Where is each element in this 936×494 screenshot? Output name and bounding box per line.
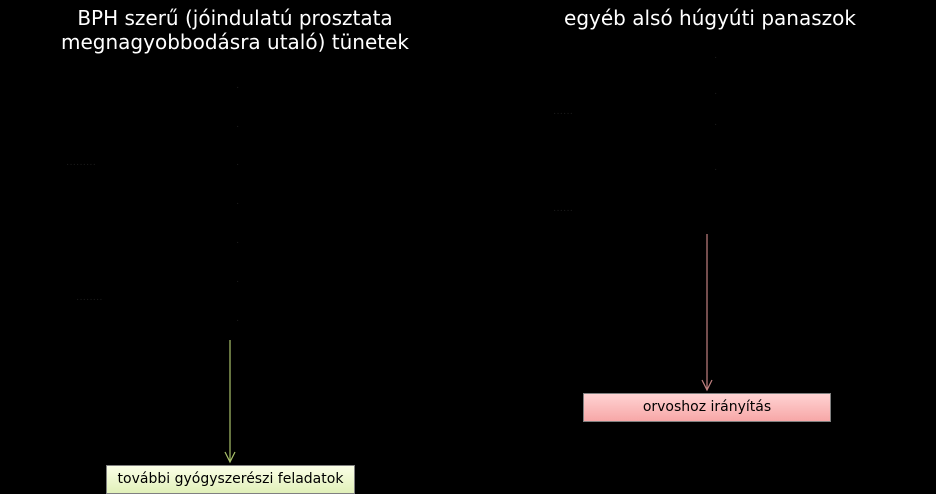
- faint-bullet: ·: [714, 164, 718, 175]
- faint-bullet: ·: [236, 315, 240, 326]
- faint-bullet: ·: [236, 159, 240, 170]
- refer-to-doctor-box: orvoshoz irányítás: [583, 393, 831, 422]
- left-arrow: [224, 340, 236, 464]
- faint-category-label: ·········: [66, 159, 96, 170]
- bph-symptoms-title: BPH szerű (jóindulatú prosztata megnagyo…: [30, 6, 440, 54]
- faint-bullet: ·: [236, 121, 240, 132]
- faint-category-label: ······: [553, 108, 573, 119]
- faint-bullet: ·: [236, 198, 240, 209]
- faint-bullet: ·: [236, 82, 240, 93]
- faint-bullet: ·: [236, 276, 240, 287]
- right-arrow: [701, 234, 713, 392]
- faint-bullet: ·: [714, 88, 718, 99]
- other-lower-urinary-complaints-title: egyéb alsó húgyúti panaszok: [564, 6, 856, 30]
- faint-bullet: ·: [236, 237, 240, 248]
- faint-category-label: ······: [553, 205, 573, 216]
- bph-title-line-2: megnagyobbodásra utaló) tünetek: [61, 30, 409, 54]
- faint-bullet: ·: [714, 119, 718, 130]
- bph-title-line-1: BPH szerű (jóindulatú prosztata: [77, 6, 393, 30]
- faint-bullet: ·: [714, 52, 718, 63]
- faint-category-label: ········: [76, 294, 103, 305]
- further-pharmacist-tasks-box: további gyógyszerészi feladatok: [106, 465, 355, 494]
